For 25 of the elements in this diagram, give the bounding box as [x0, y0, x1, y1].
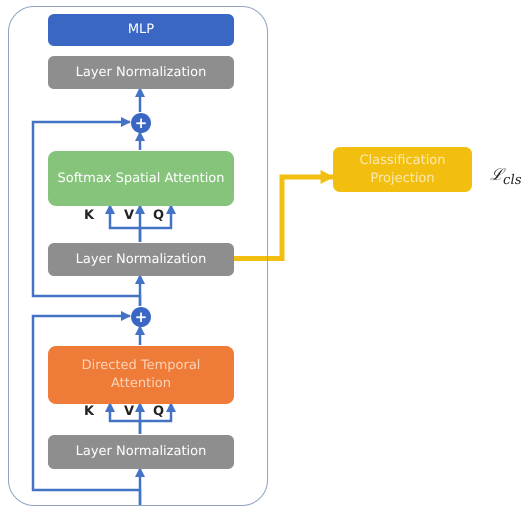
- arrow: [32, 117, 142, 306]
- block-frame: [8, 6, 268, 506]
- arrow: [135, 325, 145, 345]
- arrow: [135, 131, 145, 150]
- input-letter: K: [84, 208, 94, 223]
- arrow: [32, 311, 142, 506]
- arrow: [233, 170, 334, 261]
- input-letter: K: [84, 404, 94, 419]
- sum-circle: +: [131, 113, 151, 133]
- process-box: Classification Projection: [333, 147, 472, 192]
- arrow: [138, 204, 176, 242]
- arrow: [135, 87, 145, 112]
- process-box: Layer Normalization: [48, 435, 234, 469]
- process-box: Layer Normalization: [48, 56, 234, 89]
- sum-circle: +: [131, 307, 151, 327]
- arrow: [138, 402, 176, 434]
- input-letter: Q: [153, 404, 164, 419]
- process-box: Layer Normalization: [48, 243, 234, 276]
- process-box: Softmax Spatial Attention: [48, 151, 234, 206]
- input-letter: Q: [153, 208, 164, 223]
- input-letter: V: [124, 404, 134, 419]
- process-box: MLP: [48, 14, 234, 46]
- input-letter: V: [124, 208, 134, 223]
- process-box: Directed Temporal Attention: [48, 346, 234, 404]
- loss-symbol: ℒ$_{cls}$: [490, 164, 522, 188]
